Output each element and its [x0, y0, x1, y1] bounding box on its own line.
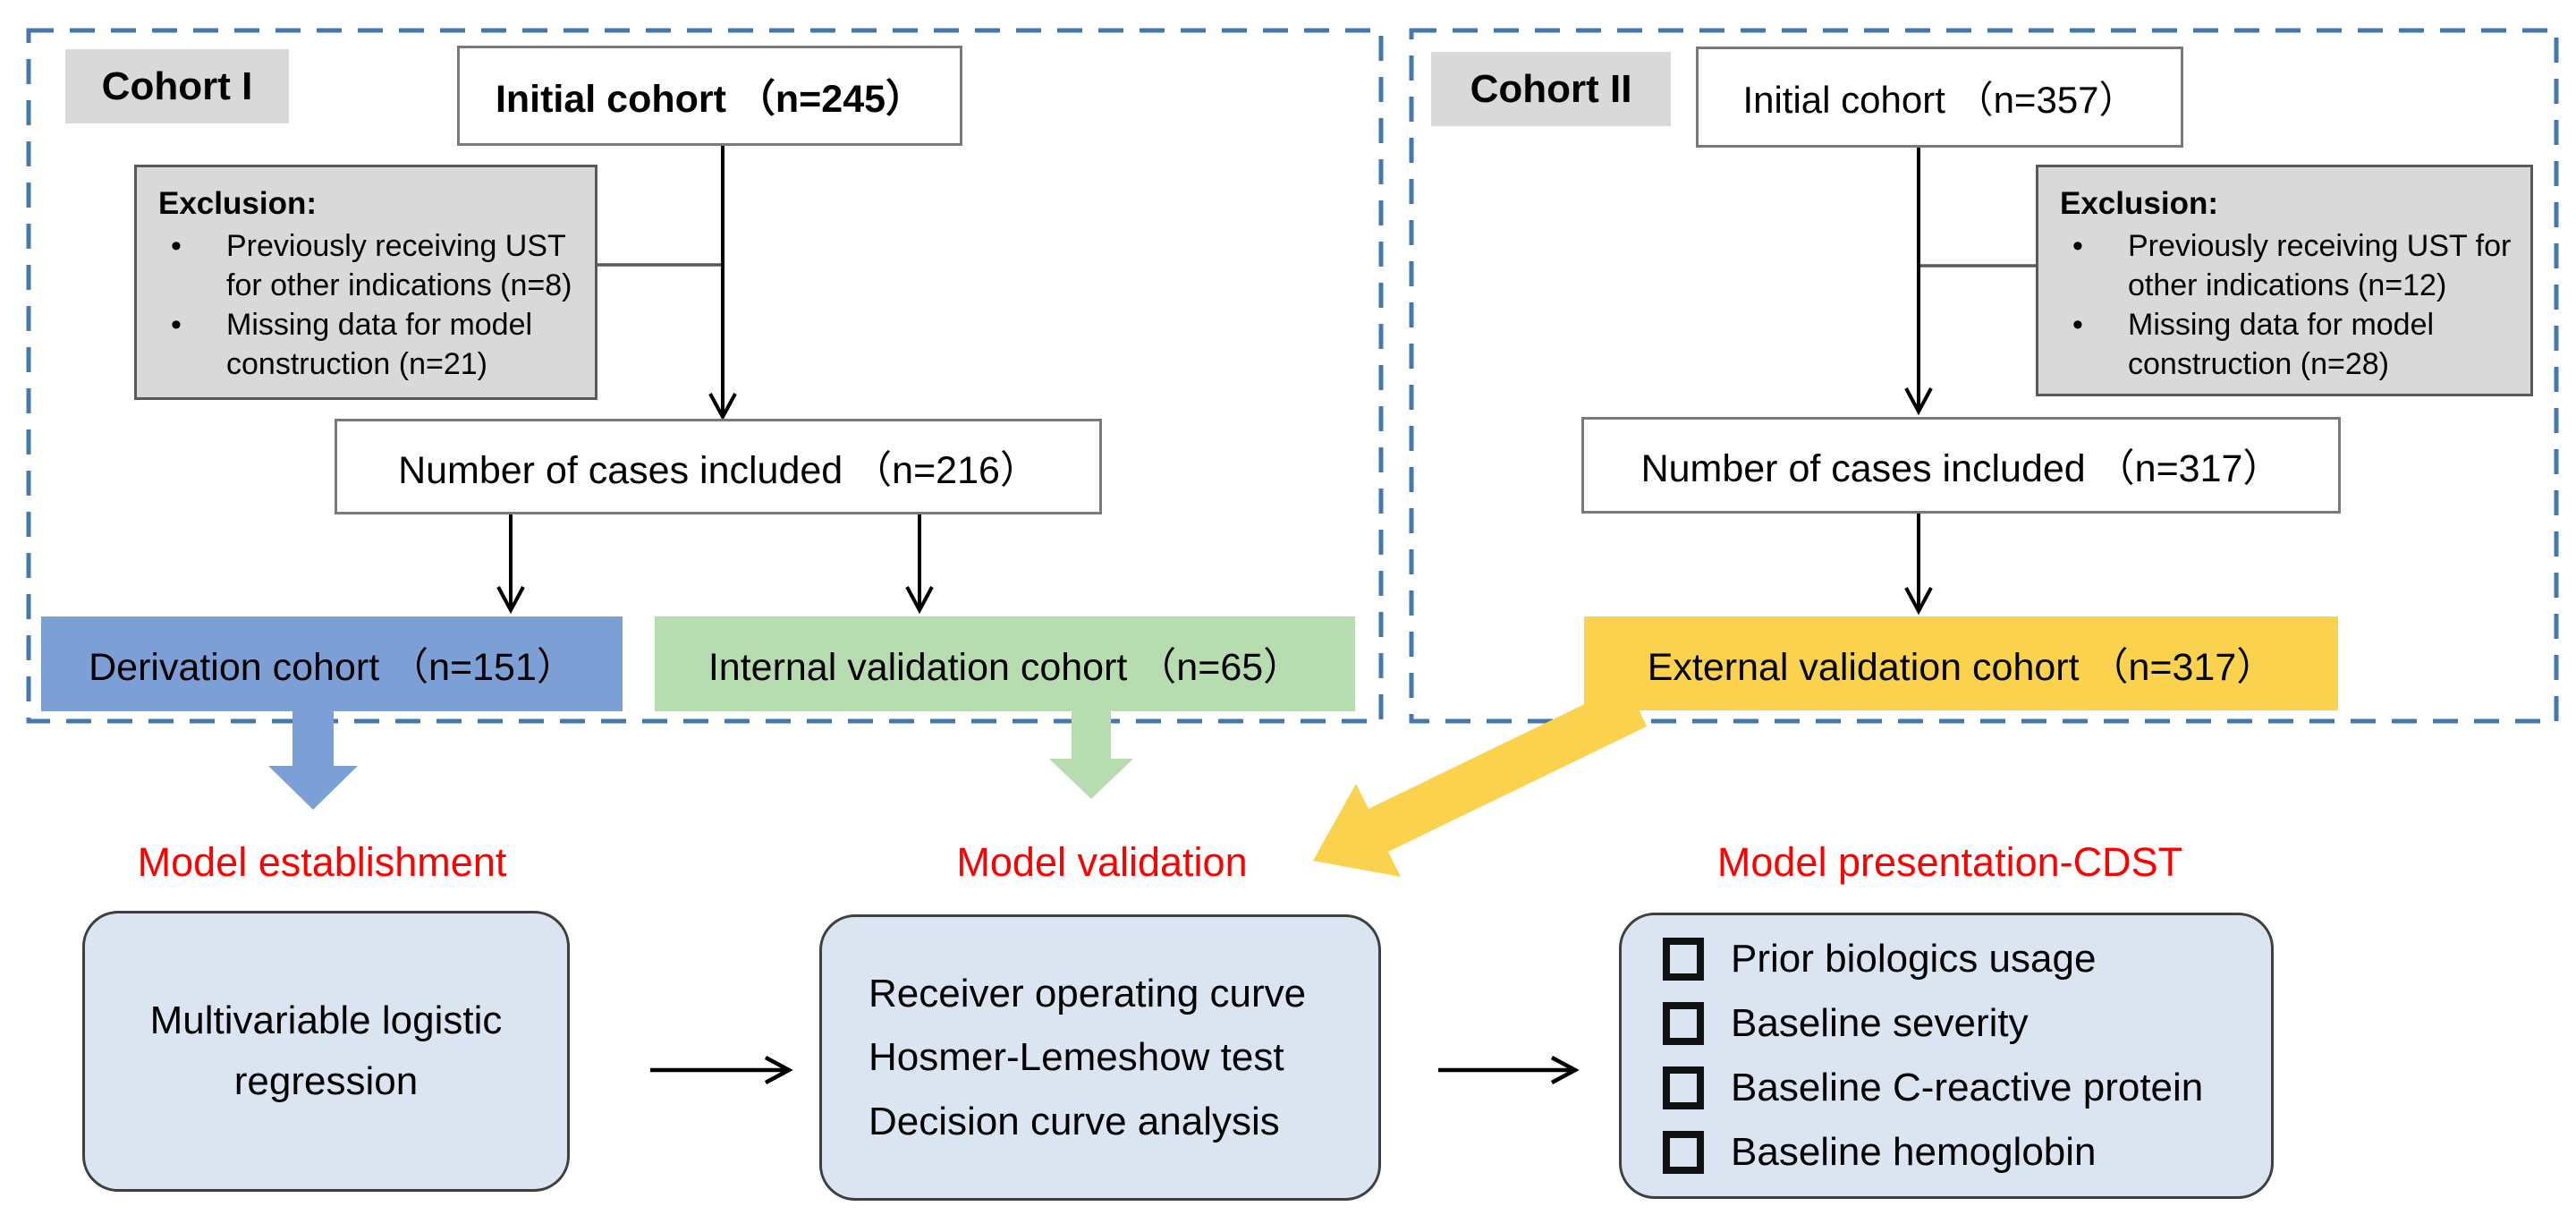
stage-model-establishment-label: Model establishment [137, 839, 507, 885]
internal-validation-cohort-box: Internal validation cohort （n=65） [655, 616, 1355, 711]
cohort1-exclusion-item-2: • Missing data for model construction (n… [158, 305, 577, 384]
cohort1-included-label: Number of cases included （n=216） [398, 448, 1038, 492]
cohort1-included-box: Number of cases included （n=216） [335, 419, 1102, 514]
checkbox-icon [1663, 1002, 1704, 1045]
arrow-included-to-derivation-icon [496, 514, 525, 615]
model-validation-box: Receiver operating curve Hosmer-Lemeshow… [819, 914, 1381, 1201]
cohort2-exclusion-title: Exclusion: [2060, 186, 2218, 221]
derivation-cohort-label: Derivation cohort （n=151） [89, 646, 575, 689]
cohort2-dashed-frame [1409, 28, 2559, 724]
validation-box-line-2: Hosmer-Lemeshow test [869, 1035, 1284, 1080]
external-validation-cohort-label: External validation cohort （n=317） [1647, 645, 2275, 689]
stage-model-presentation-label: Model presentation-CDST [1716, 839, 2183, 885]
cohort2-tag-label: Cohort II [1470, 66, 1632, 111]
cohort1-tag-label: Cohort I [101, 64, 253, 108]
arrow-included-to-external-validation-icon [1904, 514, 1933, 616]
bullet-icon: • [171, 228, 182, 263]
model-establishment-box: Multivariable logistic regression [82, 911, 570, 1192]
bullet-icon: • [171, 307, 182, 342]
cohort2-included-box: Number of cases included （n=317） [1581, 417, 2341, 514]
cohort2-included-label: Number of cases included （n=317） [1640, 447, 2282, 490]
cohort1-exclusion-item-2-text: Missing data for model construction (n=2… [226, 307, 533, 382]
cohort2-exclusion-item-2-text: Missing data for model construction (n=2… [2128, 307, 2435, 382]
checkbox-icon [1663, 938, 1704, 981]
arrow-initial-to-included-cohort2-icon [1904, 148, 1933, 416]
cohort1-exclusion-item-1-text: Previously receiving UST for other indic… [226, 228, 572, 302]
arrow-model-to-validation-icon [650, 1056, 793, 1084]
arrow-initial-to-included-cohort1-icon [708, 146, 737, 421]
cohort1-initial-box: Initial cohort （n=245） [457, 46, 962, 146]
validation-box-line-1: Receiver operating curve [869, 972, 1307, 1016]
cohort2-exclusion-item-2: • Missing data for model construction (n… [2060, 305, 2512, 384]
presentation-item-2-label: Baseline severity [1731, 1001, 2029, 1045]
cohort2-tag: Cohort II [1431, 52, 1671, 126]
presentation-item-1: Prior biologics usage [1663, 937, 2271, 981]
cohort2-initial-label: Initial cohort （n=357） [1742, 79, 2137, 121]
checkbox-icon [1663, 1066, 1704, 1109]
cohort2-initial-box: Initial cohort （n=357） [1696, 47, 2183, 148]
arrow-validation-to-presentation-icon [1438, 1056, 1580, 1084]
validation-box-line-3: Decision curve analysis [869, 1099, 1280, 1143]
model-presentation-box: Prior biologics usage Baseline severity … [1619, 913, 2274, 1199]
cohort1-tag: Cohort I [65, 49, 289, 123]
presentation-item-1-label: Prior biologics usage [1731, 937, 2097, 981]
presentation-item-3-label: Baseline C-reactive protein [1731, 1066, 2204, 1109]
presentation-item-2: Baseline severity [1663, 1001, 2271, 1046]
stage-model-validation-label: Model validation [956, 839, 1248, 885]
presentation-item-3: Baseline C-reactive protein [1663, 1066, 2271, 1110]
cohort1-dashed-frame [26, 28, 1384, 724]
cohort1-exclusion-title: Exclusion: [158, 186, 317, 221]
model-box-line-1: Multivariable logistic [149, 998, 503, 1042]
cohort1-exclusion-item-1: • Previously receiving UST for other ind… [158, 226, 577, 305]
bullet-icon: • [2072, 307, 2083, 342]
cohort1-exclusion-box: Exclusion: • Previously receiving UST fo… [134, 165, 597, 400]
cohort1-initial-label: Initial cohort （n=245） [495, 78, 925, 121]
cohort2-exclusion-box: Exclusion: • Previously receiving UST fo… [2036, 165, 2533, 396]
bullet-icon: • [2072, 228, 2083, 263]
internal-validation-cohort-label: Internal validation cohort （n=65） [708, 646, 1302, 689]
cohort2-exclusion-item-1-text: Previously receiving UST for other indic… [2128, 228, 2512, 302]
cohort2-exclusion-item-1: • Previously receiving UST for other ind… [2060, 226, 2512, 305]
presentation-item-4: Baseline hemoglobin [1663, 1130, 2271, 1175]
arrow-included-to-internal-validation-icon [905, 514, 934, 615]
presentation-item-4-label: Baseline hemoglobin [1731, 1130, 2097, 1174]
derivation-cohort-box: Derivation cohort （n=151） [41, 616, 623, 711]
checkbox-icon [1663, 1131, 1704, 1174]
external-validation-cohort-box: External validation cohort （n=317） [1584, 616, 2338, 710]
model-box-line-2: regression [233, 1059, 419, 1103]
